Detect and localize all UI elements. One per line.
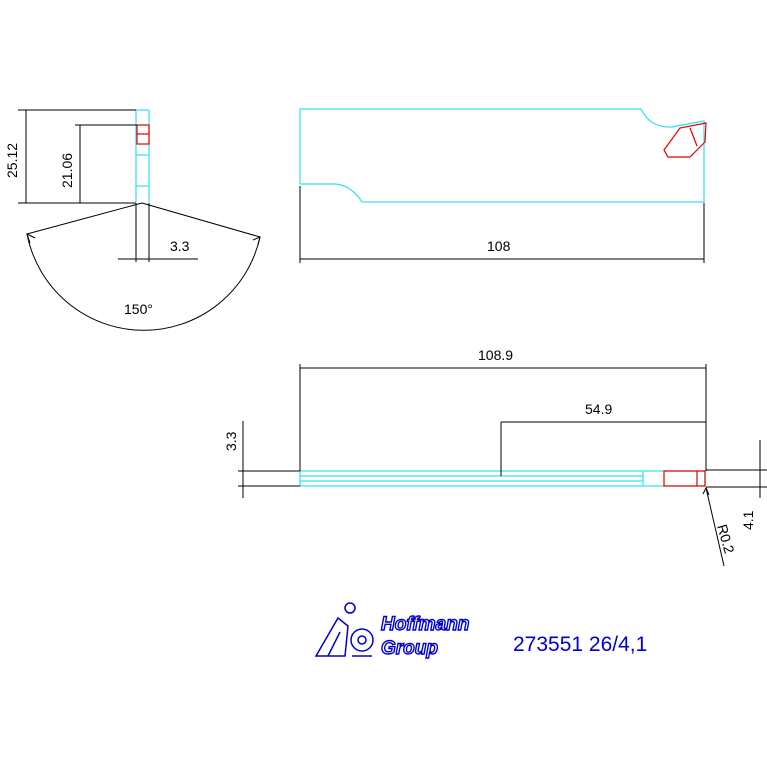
dim-thickness-right-label: 4.1 (740, 510, 756, 530)
dim-angle-label: 150° (124, 301, 153, 317)
dim-thickness-left (238, 421, 300, 498)
dim-length-overall-label: 108.9 (478, 347, 513, 363)
hoffmann-logo: Hoffmann Group (314, 602, 470, 660)
dim-thickness-left-label: 3.3 (223, 431, 239, 451)
dim-length-top-label: 108 (487, 238, 511, 254)
top-view-blade-outline (299, 108, 705, 203)
logo-line2: Group (381, 638, 438, 659)
dim-height-cut-label: 21.06 (59, 153, 75, 188)
dim-width-side (118, 203, 198, 262)
hoffmann-logo-mark (314, 602, 374, 657)
dim-length-partial-label: 54.9 (585, 401, 612, 417)
dim-length-top (299, 186, 705, 263)
dim-height-overall (18, 109, 136, 204)
top-view: 108 (299, 108, 707, 263)
dim-length-overall (299, 364, 707, 471)
top-view-insert (663, 122, 707, 158)
dim-thickness-right (706, 440, 767, 498)
front-view: 108.9 54.9 3.3 4.1 R0.2 (223, 347, 767, 567)
top-view-insert-edge (689, 127, 698, 147)
dim-length-partial (500, 421, 706, 476)
side-view-insert (136, 124, 150, 145)
dim-radius-label: R0.2 (714, 522, 738, 555)
side-view-blade-outline (135, 109, 150, 202)
front-view-insert (663, 470, 706, 487)
dim-width-side-label: 3.3 (170, 238, 190, 254)
dim-height-overall-label: 25.12 (4, 143, 20, 178)
front-view-blade-outline (299, 470, 706, 487)
side-view: 25.12 21.06 3.3 150° (4, 109, 261, 331)
dim-angle (26, 202, 261, 331)
footer: Hoffmann Group 273551 26/4,1 (314, 602, 647, 660)
product-code: 273551 26/4,1 (513, 633, 647, 656)
logo-line1: Hoffmann (381, 614, 469, 635)
dim-height-cut (75, 124, 137, 204)
dim-radius-leader (702, 486, 725, 567)
